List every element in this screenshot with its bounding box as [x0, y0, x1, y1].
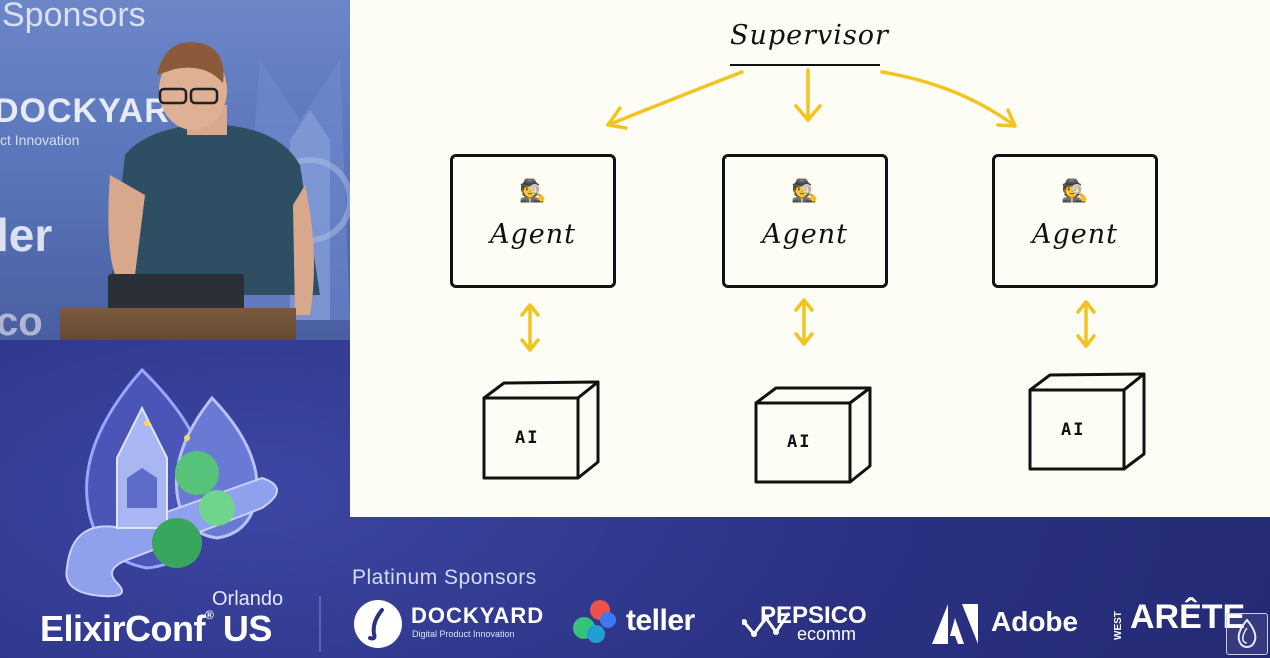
watermark-icon: [1226, 613, 1268, 655]
ai-cube-label: AI: [1061, 420, 1086, 440]
podium: [60, 308, 296, 340]
supervisor-label: Supervisor: [730, 20, 889, 51]
registered-mark: ®: [205, 608, 214, 622]
ai-cube-label: AI: [515, 428, 540, 448]
dockyard-logo-icon: [354, 600, 402, 648]
agent-box-2: 🕵️ Agent: [722, 154, 888, 288]
sponsor-pepsico-ecomm: ecomm: [797, 624, 857, 644]
speaker: [108, 42, 320, 315]
pepsico-logo-icon: [742, 612, 790, 637]
backdrop-innovation-text: ct Innovation: [0, 132, 80, 148]
backdrop-co-text: co: [0, 300, 43, 340]
presentation-slide: Supervisor 🕵️ Agent 🕵️: [350, 0, 1270, 517]
detective-icon: 🕵️: [791, 179, 819, 204]
elixirconf-logo: [65, 368, 278, 598]
sponsor-arete-prefix: WEST: [1113, 611, 1124, 640]
detective-icon: 🕵️: [1061, 179, 1089, 204]
backdrop-sponsors-text: Sponsors: [2, 0, 146, 34]
teller-logo-icon: [573, 600, 616, 643]
agent-label: Agent: [762, 219, 848, 250]
detective-icon: 🕵️: [519, 179, 547, 204]
laptop: [108, 274, 244, 312]
agent-label: Agent: [490, 219, 576, 250]
sponsors-heading: Platinum Sponsors: [352, 566, 537, 589]
city-label: Orlando: [212, 588, 284, 610]
sponsor-adobe: Adobe: [991, 606, 1079, 637]
sponsor-pepsico: PEPSICO: [760, 602, 867, 629]
speaker-video: Sponsors DOCKYARD ct Innovation ler co: [0, 0, 350, 340]
agent-label: Agent: [1032, 219, 1118, 250]
sponsor-dockyard: DOCKYARD: [411, 603, 545, 628]
supervisor-arrows: [520, 68, 1096, 352]
branding-divider: [319, 596, 321, 652]
conference-title: ElixirConf: [40, 608, 206, 649]
supervisor-underline: [730, 64, 880, 66]
adobe-logo-icon: [932, 604, 978, 644]
sponsor-teller: teller: [626, 604, 695, 637]
conference-name: ElixirConf® US: [40, 608, 272, 650]
conference-region: US: [222, 608, 273, 649]
ai-cube-label: AI: [787, 432, 812, 452]
ai-cubes: [482, 372, 1146, 484]
agent-box-3: 🕵️ Agent: [992, 154, 1158, 288]
sponsor-dockyard-tagline: Digital Product Innovation: [412, 629, 515, 639]
agent-box-1: 🕵️ Agent: [450, 154, 616, 288]
backdrop-teller-text: ler: [0, 209, 53, 261]
